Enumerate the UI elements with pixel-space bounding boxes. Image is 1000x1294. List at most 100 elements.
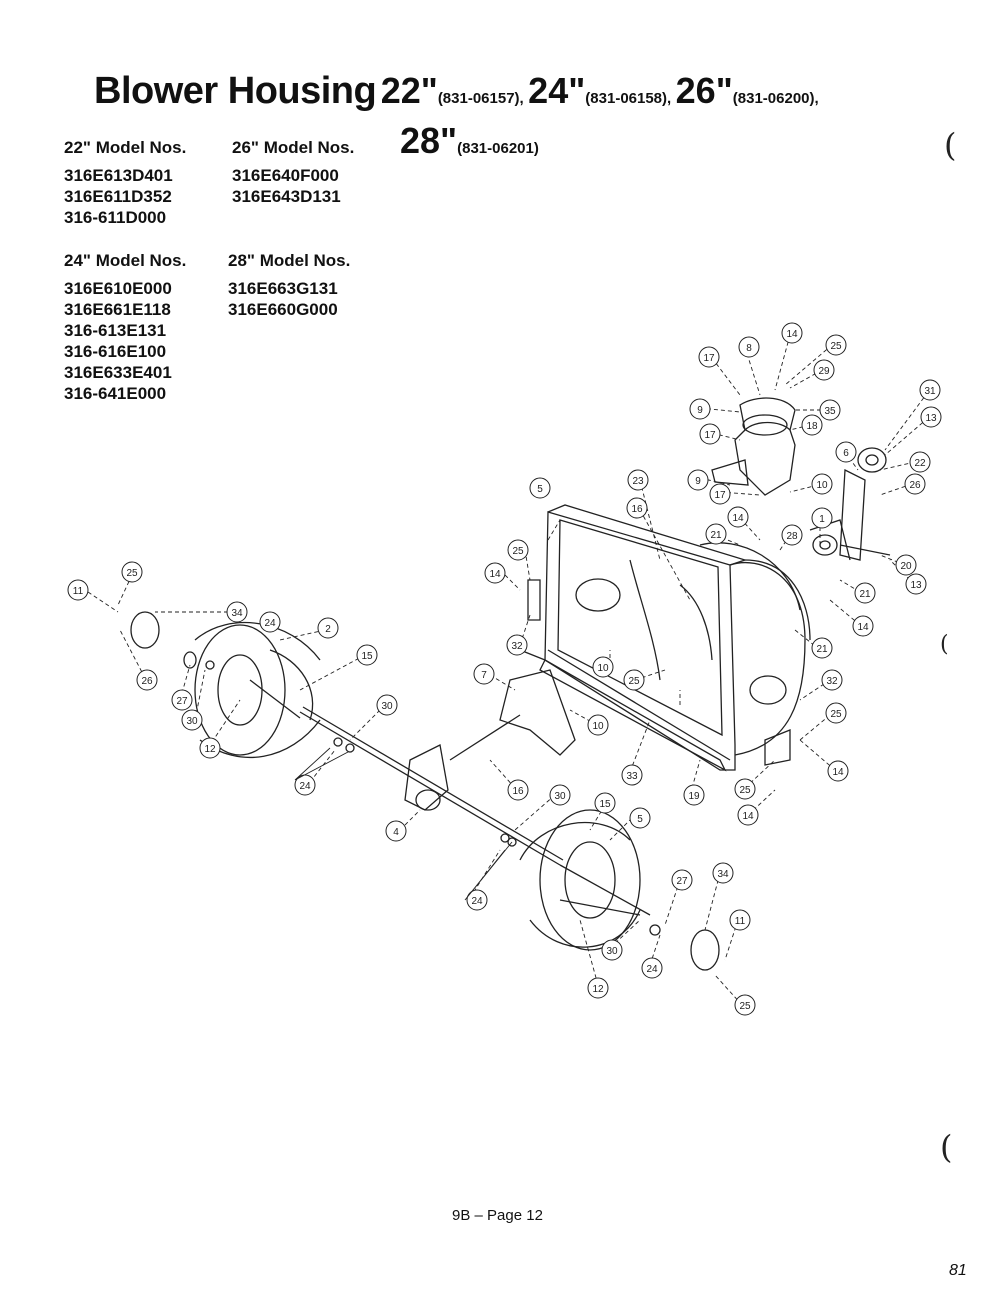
svg-text:1: 1 xyxy=(819,514,825,525)
callout-14: 14 xyxy=(484,562,506,584)
callout-19: 19 xyxy=(683,784,705,806)
model-number: 316E660G000 xyxy=(228,300,338,319)
svg-text:16: 16 xyxy=(512,786,524,797)
part-24: (831-06158), xyxy=(585,90,672,107)
callout-31: 31 xyxy=(919,379,941,401)
svg-text:7: 7 xyxy=(481,670,487,681)
svg-text:12: 12 xyxy=(592,984,604,995)
part-28: (831-06201) xyxy=(457,140,539,157)
corner-mark: 81 xyxy=(949,1262,967,1279)
svg-text:14: 14 xyxy=(742,811,754,822)
leader-lines xyxy=(87,334,929,1006)
svg-text:24: 24 xyxy=(264,618,276,629)
callout-24: 24 xyxy=(466,889,488,911)
svg-text:24: 24 xyxy=(646,964,658,975)
model-number: 316E613D401 xyxy=(64,166,173,185)
margin-mark: ( xyxy=(940,1128,953,1166)
svg-text:9: 9 xyxy=(697,405,703,416)
models-28-heading: 28" Model Nos. xyxy=(228,251,351,270)
models-28: 28" Model Nos. 316E663G131 316E660G000 xyxy=(228,250,350,320)
svg-text:4: 4 xyxy=(393,827,399,838)
callout-25: 25 xyxy=(825,702,847,724)
callout-5: 5 xyxy=(529,477,551,499)
callout-30: 30 xyxy=(181,709,203,731)
svg-text:14: 14 xyxy=(489,569,501,580)
callout-14: 14 xyxy=(727,506,749,528)
svg-text:30: 30 xyxy=(186,716,198,727)
callout-13: 13 xyxy=(920,406,942,428)
svg-text:10: 10 xyxy=(592,721,604,732)
callout-34: 34 xyxy=(226,601,248,623)
callout-32: 32 xyxy=(506,634,528,656)
callout-8: 8 xyxy=(738,336,760,358)
models-22-heading: 22" Model Nos. xyxy=(64,138,187,157)
svg-text:33: 33 xyxy=(626,771,638,782)
svg-text:19: 19 xyxy=(688,791,700,802)
svg-text:14: 14 xyxy=(857,622,869,633)
callout-27: 27 xyxy=(171,689,193,711)
svg-text:5: 5 xyxy=(637,814,643,825)
callout-17: 17 xyxy=(699,423,721,445)
title-text: Blower Housing xyxy=(94,70,377,112)
margin-mark: ( xyxy=(944,126,957,164)
callout-21: 21 xyxy=(705,523,727,545)
callout-33: 33 xyxy=(621,764,643,786)
size-22: 22" xyxy=(380,70,438,111)
svg-text:25: 25 xyxy=(126,568,138,579)
svg-text:25: 25 xyxy=(628,676,640,687)
callout-23: 23 xyxy=(627,469,649,491)
svg-text:20: 20 xyxy=(900,561,912,572)
part-22: (831-06157), xyxy=(437,90,524,107)
svg-text:11: 11 xyxy=(73,586,84,597)
pulley-drawing xyxy=(809,447,891,561)
svg-text:2: 2 xyxy=(325,624,331,635)
models-24-heading: 24" Model Nos. xyxy=(64,251,187,270)
callout-27: 27 xyxy=(671,869,693,891)
svg-text:10: 10 xyxy=(597,663,609,674)
svg-text:16: 16 xyxy=(631,504,643,515)
svg-text:5: 5 xyxy=(537,484,543,495)
callout-13: 13 xyxy=(905,573,927,595)
callout-24: 24 xyxy=(294,774,316,796)
svg-text:17: 17 xyxy=(704,430,716,441)
model-number: 316E661E118 xyxy=(64,300,171,319)
callout-24: 24 xyxy=(641,957,663,979)
left-auger-drawing xyxy=(130,611,355,759)
callout-10: 10 xyxy=(811,473,833,495)
svg-text:26: 26 xyxy=(141,676,153,687)
callout-14: 14 xyxy=(852,615,874,637)
model-number: 316E663G131 xyxy=(228,279,338,298)
svg-text:34: 34 xyxy=(717,869,729,880)
callout-9: 9 xyxy=(687,469,709,491)
callout-14: 14 xyxy=(781,322,803,344)
svg-text:31: 31 xyxy=(924,386,936,397)
models-26: 26" Model Nos. 316E640F000 316E643D131 xyxy=(232,137,354,207)
callout-11: 11 xyxy=(729,909,751,931)
callout-10: 10 xyxy=(587,714,609,736)
svg-text:17: 17 xyxy=(703,353,715,364)
size-24: 24" xyxy=(528,70,586,111)
callout-24: 24 xyxy=(259,611,281,633)
svg-text:24: 24 xyxy=(299,781,311,792)
svg-text:25: 25 xyxy=(830,341,842,352)
svg-text:18: 18 xyxy=(806,421,818,432)
callout-25: 25 xyxy=(734,778,756,800)
svg-text:32: 32 xyxy=(826,676,838,687)
callout-17: 17 xyxy=(709,483,731,505)
model-number: 316E611D352 xyxy=(64,187,172,206)
callout-12: 12 xyxy=(587,977,609,999)
svg-text:25: 25 xyxy=(830,709,842,720)
housing-drawing xyxy=(519,504,811,772)
callout-32: 32 xyxy=(821,669,843,691)
callout-30: 30 xyxy=(549,784,571,806)
callout-21: 21 xyxy=(854,582,876,604)
size-28: 28" xyxy=(400,120,458,161)
callout-11: 11 xyxy=(67,579,89,601)
callout-34: 34 xyxy=(712,862,734,884)
callout-2: 2 xyxy=(317,617,339,639)
callout-4: 4 xyxy=(385,820,407,842)
callout-10: 10 xyxy=(592,656,614,678)
callout-18: 18 xyxy=(801,414,823,436)
svg-text:25: 25 xyxy=(739,1001,751,1012)
callout-25: 25 xyxy=(623,669,645,691)
